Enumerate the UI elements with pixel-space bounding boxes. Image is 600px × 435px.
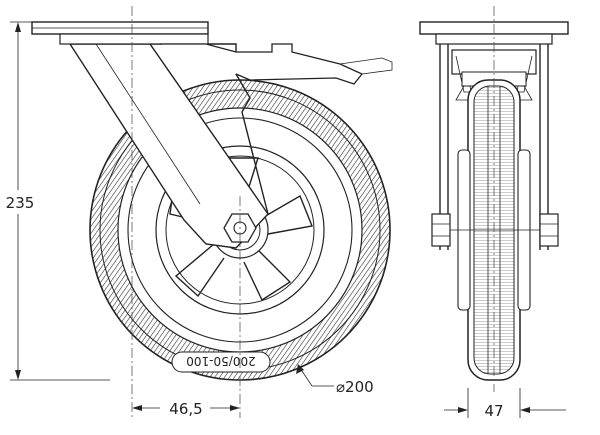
brake-lever [160, 43, 393, 85]
side-view: 47 [419, 6, 569, 420]
diameter-label: ⌀200 [336, 378, 374, 396]
diameter-callout: ⌀200 [296, 364, 374, 396]
height-dimension-label: 235 [6, 194, 35, 212]
front-view: 200/50-100 235 46,5 ⌀200 [2, 6, 393, 420]
width-dimension-label: 47 [484, 402, 503, 420]
side-axle-nuts [431, 213, 559, 247]
tire-size-label: 200/50-100 [186, 354, 255, 368]
tire-label-plate: 200/50-100 [171, 351, 271, 373]
offset-dimension-label: 46,5 [169, 400, 202, 418]
offset-dimension: 46,5 [132, 398, 240, 420]
width-dimension: 47 [444, 388, 566, 420]
top-plate [31, 21, 209, 45]
height-dimension: 235 [2, 21, 110, 381]
